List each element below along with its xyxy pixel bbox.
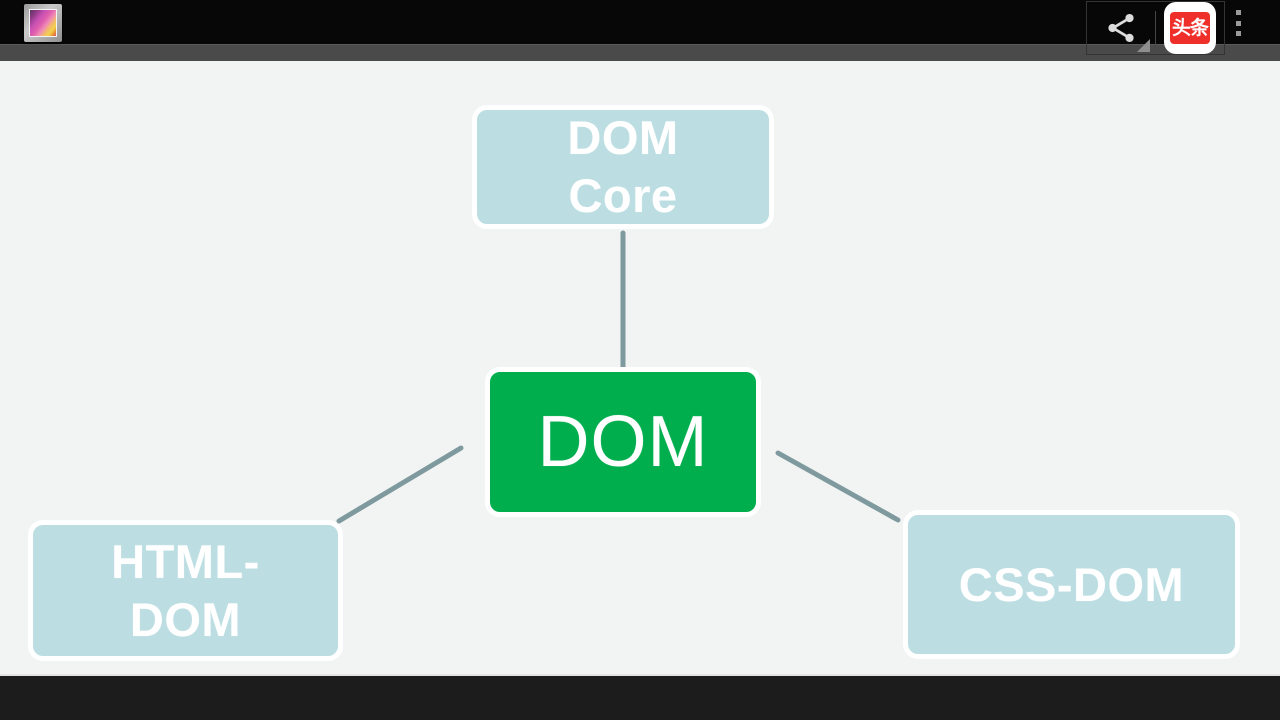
- gallery-photo-icon[interactable]: [24, 4, 62, 42]
- toolbar-divider: [1155, 11, 1156, 45]
- node-dom-core[interactable]: DOM Core: [472, 105, 774, 229]
- overflow-dot-2: [1235, 20, 1241, 26]
- node-dom-core-label: DOM Core: [567, 111, 679, 222]
- topbar-action-group: 头条: [1086, 1, 1225, 55]
- connector-lines: [336, 230, 901, 524]
- toutiao-label: 头条: [1170, 12, 1210, 44]
- photo-thumbnail: [29, 9, 57, 37]
- node-dom[interactable]: DOM: [485, 367, 761, 517]
- image-viewport[interactable]: DOM Core DOM HTML- DOM CSS-DOM: [0, 61, 1280, 676]
- edge-htmldom-dom: [336, 445, 464, 524]
- node-css-dom-label: CSS-DOM: [958, 557, 1185, 611]
- strip-highlight: [0, 44, 1280, 45]
- overflow-menu-icon[interactable]: [1224, 8, 1252, 38]
- toolbar-shadow-strip: [0, 44, 1280, 61]
- dropdown-corner-triangle-icon: [1137, 39, 1150, 52]
- share-icon: [1104, 11, 1138, 45]
- node-dom-label: DOM: [537, 402, 709, 482]
- viewport-bottom-edge: [0, 674, 1280, 676]
- node-html-dom[interactable]: HTML- DOM: [28, 520, 343, 661]
- share-button[interactable]: [1087, 2, 1155, 54]
- edge-dom-cssdom: [775, 450, 901, 523]
- toutiao-app-icon: 头条: [1164, 2, 1216, 54]
- top-action-bar: 头条: [0, 0, 1280, 55]
- bottom-navigation-bar: [0, 676, 1280, 720]
- overflow-dot-1: [1235, 10, 1241, 15]
- dom-mind-map: DOM Core DOM HTML- DOM CSS-DOM: [0, 61, 1280, 676]
- toutiao-app-button[interactable]: 头条: [1156, 2, 1224, 54]
- node-css-dom[interactable]: CSS-DOM: [903, 510, 1240, 659]
- overflow-dot-3: [1235, 31, 1241, 36]
- node-html-dom-label: HTML- DOM: [111, 534, 260, 646]
